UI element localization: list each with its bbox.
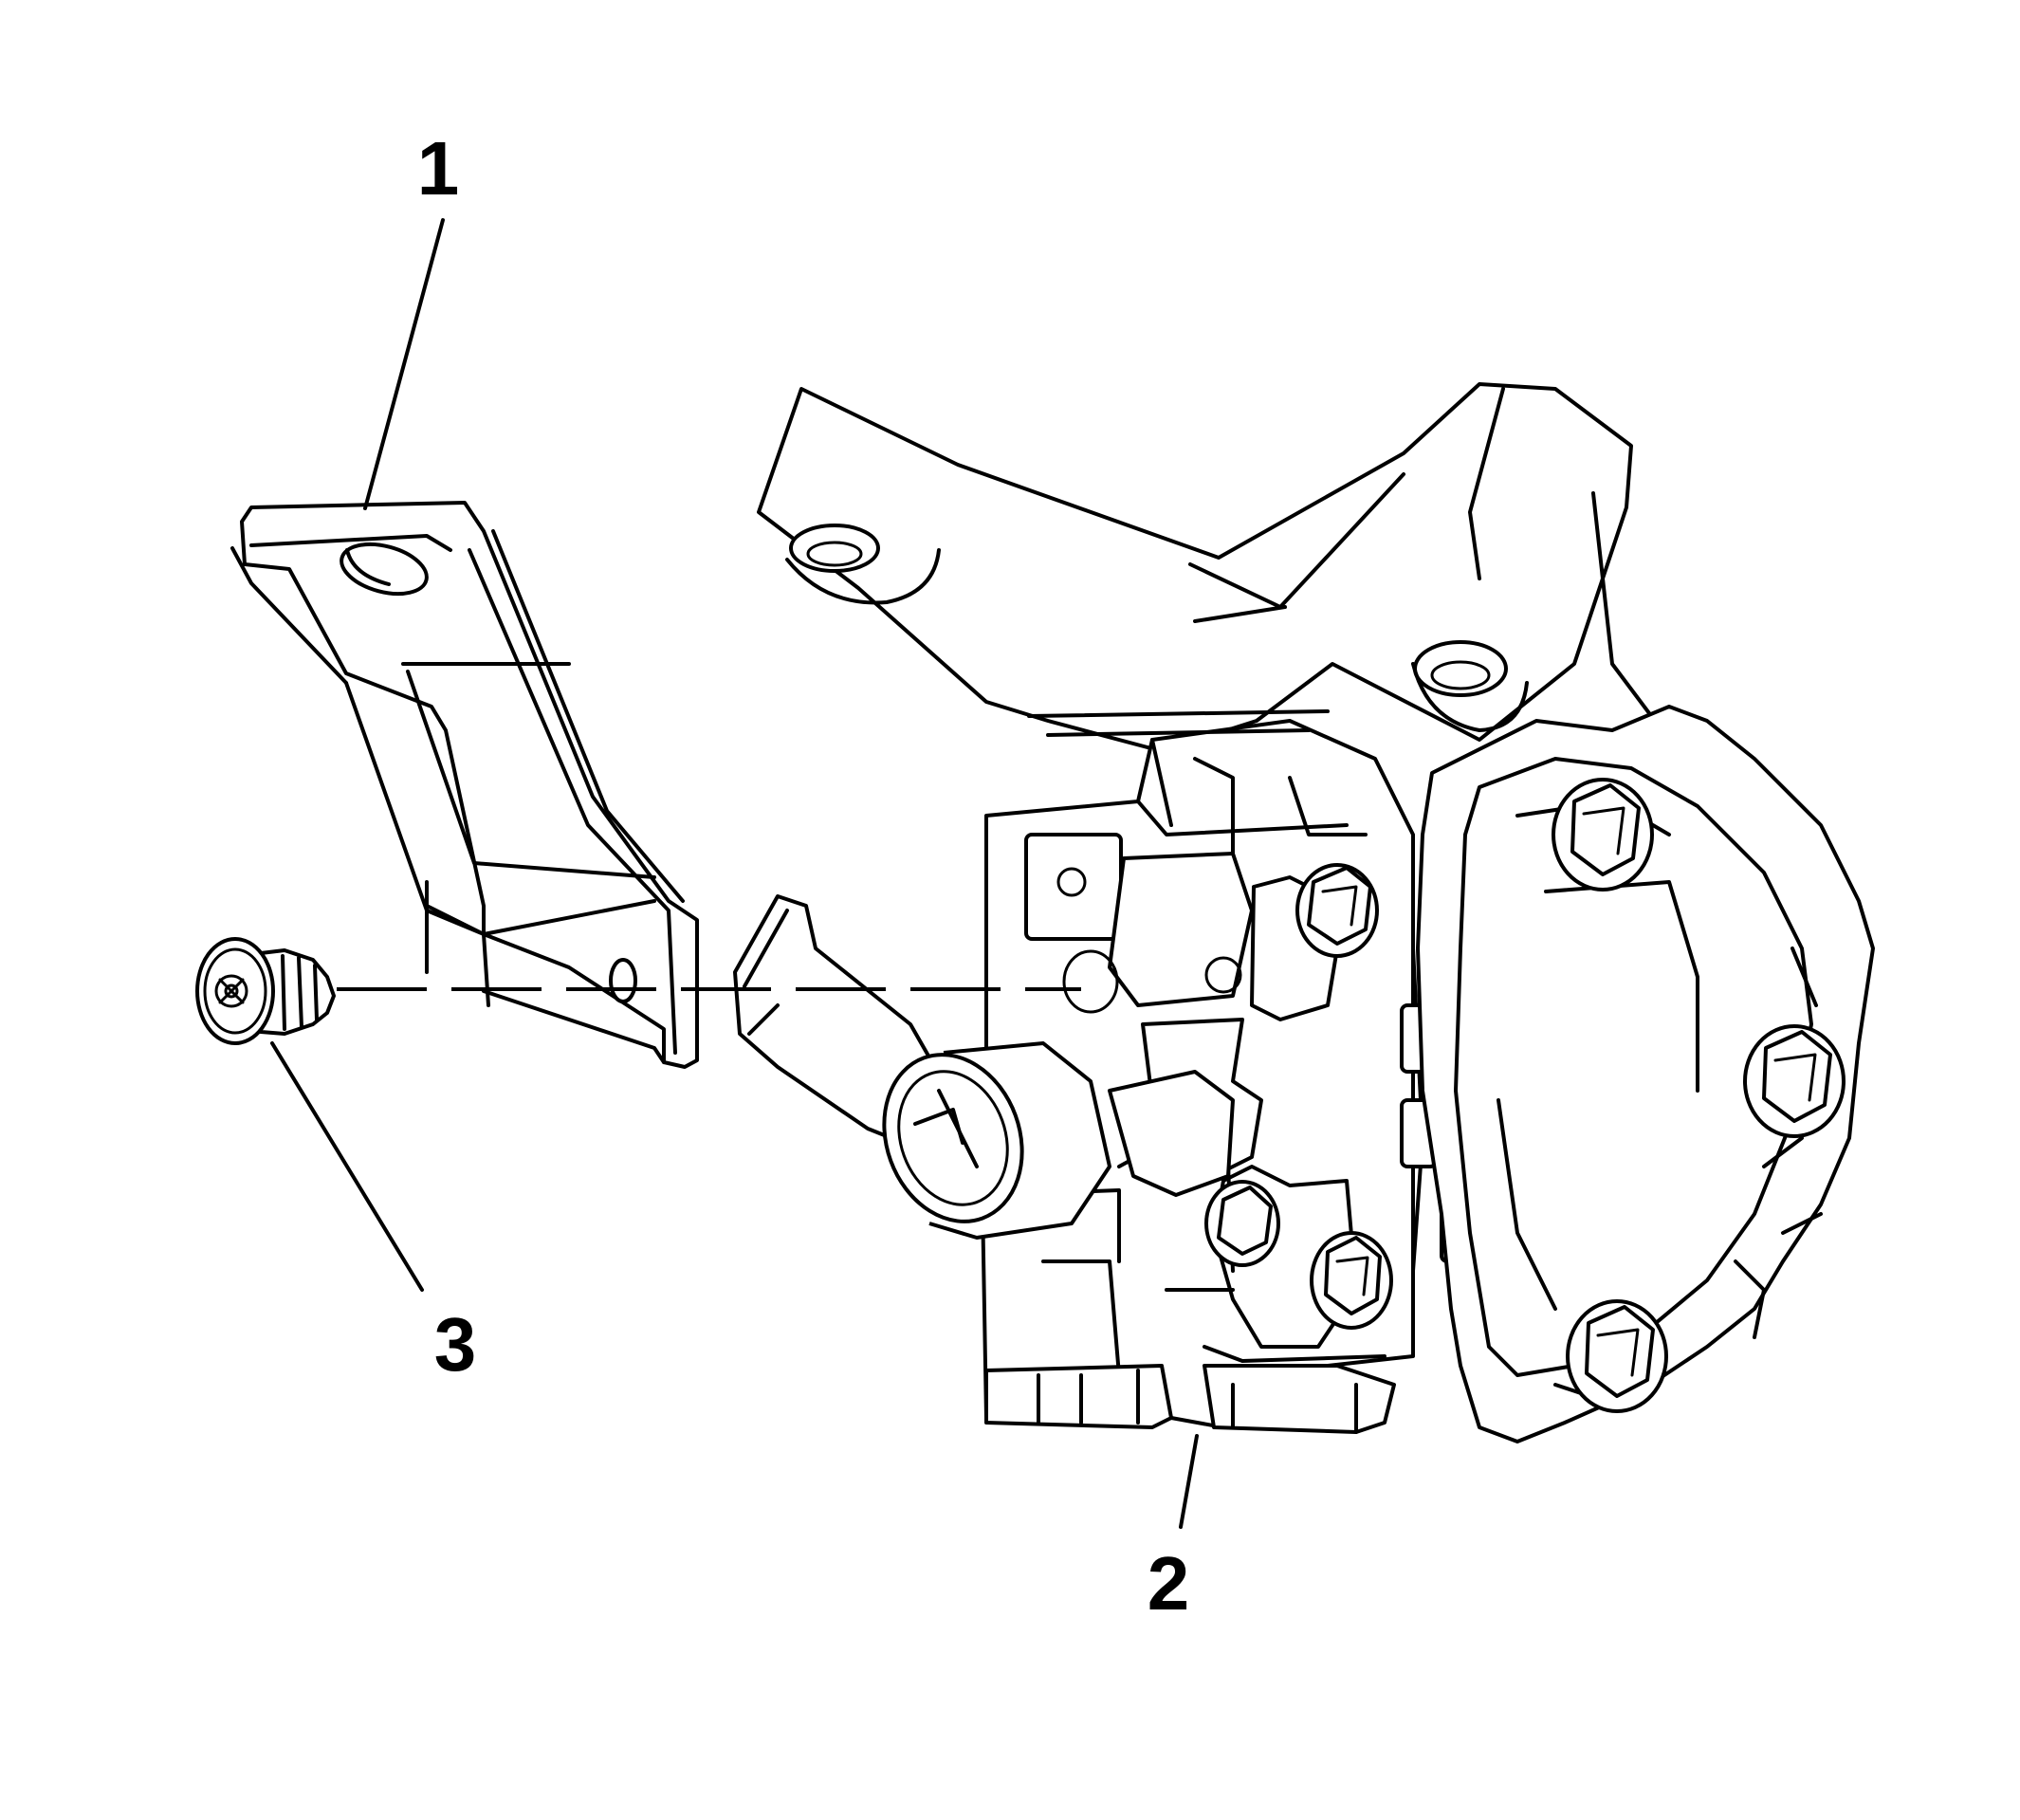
hex-bolt-icon xyxy=(1552,778,1654,892)
torx-screw xyxy=(195,937,336,1045)
solenoid-connector xyxy=(882,1041,1235,1240)
leader-lines xyxy=(270,218,1199,1529)
mounting-arm xyxy=(757,382,1671,753)
cover-plate xyxy=(1416,705,1875,1443)
hex-bolt-icon xyxy=(1743,1024,1846,1138)
callouts: 1 2 3 xyxy=(417,126,1190,1626)
body-bolts xyxy=(1204,863,1393,1330)
leader-line-2 xyxy=(1179,1434,1199,1529)
callout-1: 1 xyxy=(417,126,460,211)
torx-head-icon xyxy=(214,974,248,1008)
callout-2: 2 xyxy=(1148,1541,1190,1626)
hex-bolt-icon xyxy=(1295,863,1379,958)
hex-bolt-icon xyxy=(1310,1231,1393,1330)
hex-bolt-icon xyxy=(1204,1180,1280,1267)
support-bracket xyxy=(230,501,699,1069)
callout-3: 3 xyxy=(434,1302,477,1387)
leader-line-3 xyxy=(270,1041,424,1292)
hex-bolt-icon xyxy=(1566,1299,1668,1413)
leader-line-1 xyxy=(363,218,445,510)
pump-assembly xyxy=(733,382,1875,1443)
